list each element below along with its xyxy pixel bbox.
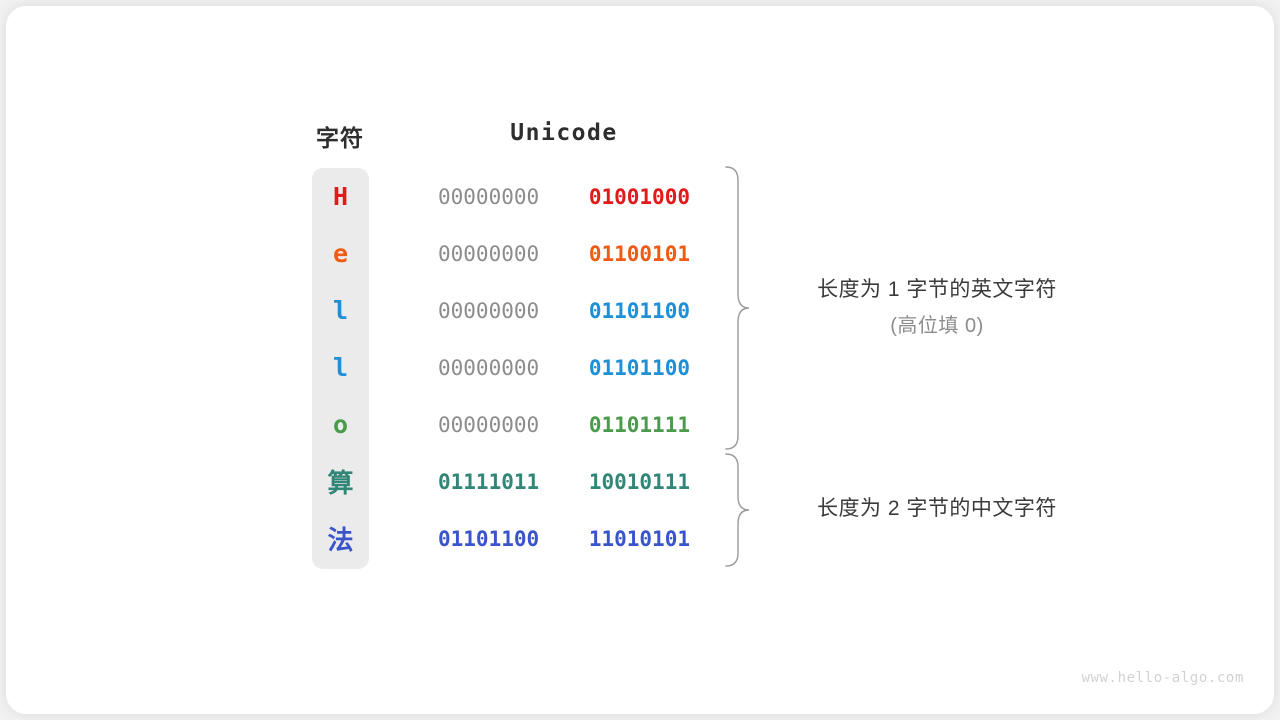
unicode-cell: 00000000 01001000 [438, 168, 690, 225]
byte-high: 00000000 [438, 412, 540, 437]
unicode-cell: 01101100 11010101 [438, 510, 690, 567]
character-cell: e [332, 239, 349, 268]
character-cell: l [332, 296, 349, 325]
unicode-cell: 00000000 01101100 [438, 282, 690, 339]
unicode-cell: 00000000 01101100 [438, 339, 690, 396]
byte-high: 01111011 [438, 469, 540, 494]
character-cell: 法 [327, 526, 354, 556]
diagram-card: 字符 Unicode H 00000000 01001000 e 0000000… [6, 6, 1274, 714]
annotation-two-byte: 长度为 2 字节的中文字符 [792, 491, 1082, 527]
byte-low: 01101100 [588, 355, 690, 380]
byte-low: 01101111 [588, 412, 690, 437]
character-cell: H [332, 182, 349, 211]
annotation-sub-text: (高位填 0) [890, 315, 984, 337]
character-column-background [312, 168, 369, 569]
brace-one-byte [725, 166, 750, 450]
byte-low: 11010101 [588, 526, 690, 551]
brace-two-byte [725, 453, 750, 567]
byte-high: 00000000 [438, 355, 540, 380]
annotation-main-text: 长度为 2 字节的中文字符 [817, 497, 1057, 520]
byte-high: 00000000 [438, 298, 540, 323]
byte-high: 00000000 [438, 184, 540, 209]
byte-low: 10010111 [588, 469, 690, 494]
column-header-unicode: Unicode [510, 120, 618, 146]
byte-low: 01100101 [588, 241, 690, 266]
character-cell: o [332, 410, 349, 439]
annotation-one-byte: 长度为 1 字节的英文字符 (高位填 0) [792, 272, 1082, 344]
watermark: www.hello-algo.com [1081, 670, 1244, 686]
diagram-stage: 字符 Unicode H 00000000 01001000 e 0000000… [6, 6, 1274, 714]
unicode-cell: 00000000 01101111 [438, 396, 690, 453]
byte-high: 00000000 [438, 241, 540, 266]
unicode-cell: 00000000 01100101 [438, 225, 690, 282]
annotation-main-text: 长度为 1 字节的英文字符 [817, 278, 1057, 301]
byte-high: 01101100 [438, 526, 540, 551]
column-header-character: 字符 [316, 125, 364, 151]
unicode-cell: 01111011 10010111 [438, 453, 690, 510]
character-cell: l [332, 353, 349, 382]
byte-low: 01001000 [588, 184, 690, 209]
character-cell: 算 [327, 469, 354, 499]
byte-low: 01101100 [588, 298, 690, 323]
